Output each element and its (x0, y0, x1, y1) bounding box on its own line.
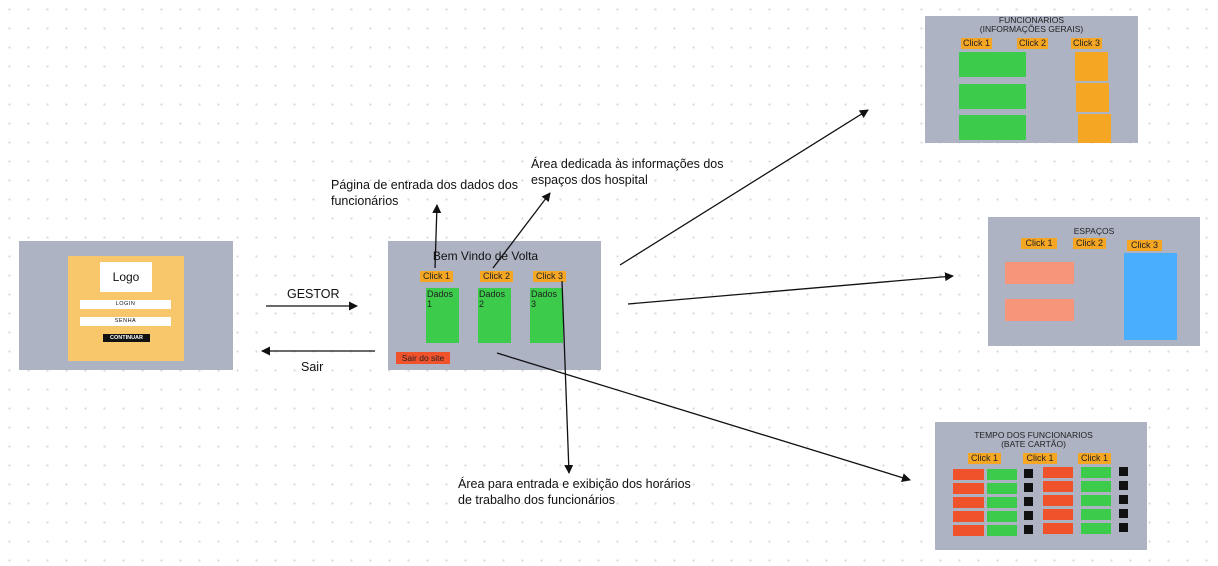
home-click-3[interactable]: Click 3 (533, 271, 566, 282)
note-schedules: Área para entrada e exibição dos horário… (458, 477, 691, 507)
login-card: Logo LOGIN SENHA CONTINUAR (68, 256, 184, 361)
time-cell (953, 469, 984, 480)
staff-click-2[interactable]: Click 2 (1017, 38, 1048, 49)
time-cell (1043, 481, 1073, 492)
time-cell (1081, 509, 1111, 520)
logo: Logo (100, 262, 152, 292)
time-marker (1119, 509, 1128, 518)
staff-orange-3 (1078, 114, 1111, 143)
time-marker (1119, 495, 1128, 504)
spaces-click-3[interactable]: Click 3 (1127, 240, 1162, 251)
time-cell (953, 483, 984, 494)
data-label-2: Dados 2 (479, 289, 506, 309)
time-cell (1043, 509, 1073, 520)
time-cell (1081, 467, 1111, 478)
home-click-1[interactable]: Click 1 (420, 271, 453, 282)
arrow-home-to-time (496, 352, 911, 482)
arrow-click2-to-note (492, 192, 551, 269)
time-cell (953, 525, 984, 536)
arrow-home-to-spaces (627, 272, 954, 305)
staff-click-3[interactable]: Click 3 (1071, 38, 1102, 49)
time-marker (1119, 467, 1128, 476)
time-click-1[interactable]: Click 1 (968, 453, 1001, 464)
time-marker (1024, 483, 1033, 492)
spaces-salmon-2 (1005, 299, 1074, 321)
time-page: TEMPO DOS FUNCIONARIOS(BATE CARTÃO) Clic… (935, 422, 1147, 550)
exit-site-button[interactable]: Sair do site (396, 352, 450, 364)
time-cell (1081, 481, 1111, 492)
spaces-click-1[interactable]: Click 1 (1021, 238, 1057, 249)
time-page-title: TEMPO DOS FUNCIONARIOS(BATE CARTÃO) (974, 430, 1093, 449)
time-cell (1043, 495, 1073, 506)
login-screen: Logo LOGIN SENHA CONTINUAR (19, 241, 233, 370)
data-label-1: Dados 1 (427, 289, 454, 309)
time-marker (1024, 511, 1033, 520)
password-input[interactable]: SENHA (80, 317, 171, 326)
time-click-3[interactable]: Click 1 (1078, 453, 1111, 464)
spaces-click-2[interactable]: Click 2 (1073, 238, 1106, 249)
time-cell (953, 497, 984, 508)
spaces-salmon-1 (1005, 262, 1074, 284)
arrow-click3-to-note (561, 280, 574, 474)
spaces-blue-block (1124, 253, 1177, 340)
time-grid (935, 422, 1147, 550)
staff-page: FUNCIONARIOS(INFORMAÇÕES GERAIS) Click 1… (925, 16, 1138, 143)
time-cell (1081, 495, 1111, 506)
data-label-3: Dados 3 (531, 289, 558, 309)
data-box-1: Dados 1 (426, 288, 459, 343)
spaces-page: ESPAÇOS Click 1 Click 2 Click 3 (988, 217, 1200, 346)
staff-orange-1 (1075, 52, 1108, 81)
time-cell (987, 525, 1017, 536)
time-cell (953, 511, 984, 522)
staff-page-title: FUNCIONARIOS(INFORMAÇÕES GERAIS) (979, 15, 1084, 34)
staff-green-1 (959, 52, 1026, 77)
home-click-2[interactable]: Click 2 (480, 271, 513, 282)
login-input[interactable]: LOGIN (80, 300, 171, 309)
time-cell (987, 497, 1017, 508)
data-box-3: Dados 3 (530, 288, 563, 343)
data-box-2: Dados 2 (478, 288, 511, 343)
arrow-click1-to-note (432, 204, 442, 269)
time-cell (987, 511, 1017, 522)
arrow-home-to-staff (619, 109, 869, 266)
time-cell (1043, 523, 1073, 534)
spaces-page-title: ESPAÇOS (1073, 226, 1115, 236)
time-marker (1119, 481, 1128, 490)
sair-label: Sair (301, 360, 324, 374)
continue-button[interactable]: CONTINUAR (103, 334, 150, 342)
time-marker (1024, 469, 1033, 478)
time-cell (1043, 467, 1073, 478)
staff-green-3 (959, 115, 1026, 140)
home-title: Bem Vindo de Volta (432, 249, 539, 263)
time-cell (1081, 523, 1111, 534)
time-marker (1119, 523, 1128, 532)
gestor-label: GESTOR (287, 287, 340, 301)
time-marker (1024, 497, 1033, 506)
staff-click-1[interactable]: Click 1 (961, 38, 992, 49)
home-screen: Bem Vindo de Volta Click 1 Click 2 Click… (388, 241, 601, 370)
time-marker (1024, 525, 1033, 534)
time-click-2[interactable]: Click 1 (1023, 453, 1057, 464)
time-cell (987, 483, 1017, 494)
staff-green-2 (959, 84, 1026, 109)
time-cell (987, 469, 1017, 480)
staff-orange-2 (1076, 83, 1109, 112)
